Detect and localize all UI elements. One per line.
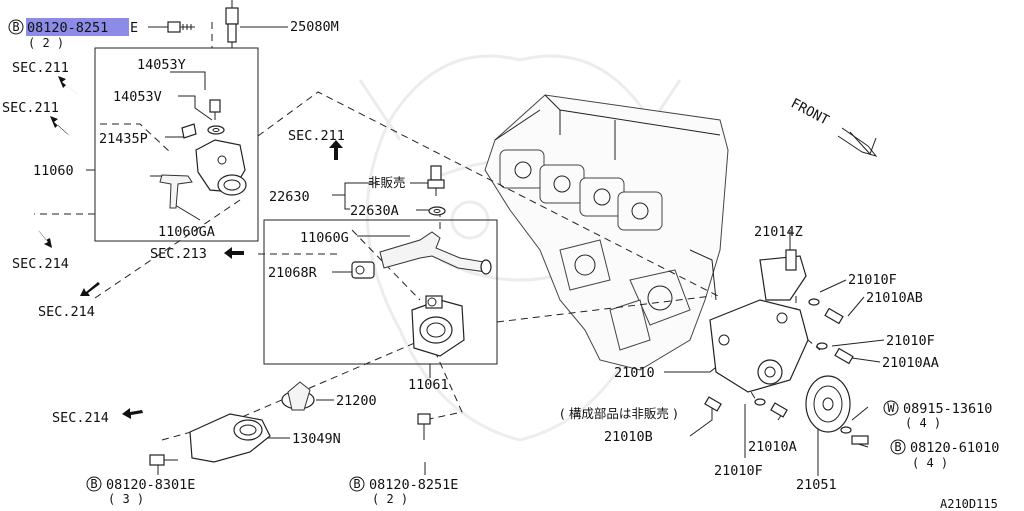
label-bolt-bottom-center-qty: ( 2 ) <box>372 492 408 506</box>
svg-text:B: B <box>353 477 360 491</box>
front-direction-arrow <box>837 127 878 157</box>
label-21051[interactable]: 21051 <box>796 477 837 493</box>
arrow-sec211-a <box>58 76 79 95</box>
sec-arrows <box>38 76 343 419</box>
label-front: FRONT <box>788 95 831 128</box>
label-sec213[interactable]: SEC.213 <box>150 246 207 262</box>
part-labels: 08120-8251 E ( 2 ) 25080M SEC.211 SEC.21… <box>2 19 999 511</box>
label-22630A[interactable]: 22630A <box>350 203 399 219</box>
circle-symbol-b-bottom-right: B <box>890 439 906 455</box>
label-25080M[interactable]: 25080M <box>290 19 339 35</box>
label-bolt-top-qty: ( 2 ) <box>28 36 64 50</box>
label-not-sold: 非販売 <box>368 175 406 190</box>
pump-fasteners <box>704 298 869 445</box>
arrow-sec211-c <box>329 140 343 160</box>
pulley-21051 <box>805 375 851 433</box>
valve-21068R <box>351 261 375 279</box>
bracket-21435P <box>181 123 197 139</box>
label-washer-code[interactable]: 08915-13610 <box>903 401 992 417</box>
label-21010B[interactable]: 21010B <box>604 429 653 445</box>
circle-symbol-b-bottom-left: B <box>86 476 102 492</box>
arrow-sec214-b <box>80 282 100 296</box>
circle-symbol-b-bottom-center: B <box>349 476 365 492</box>
arrow-sec214-a <box>38 230 52 248</box>
label-21010A[interactable]: 21010A <box>748 439 797 455</box>
bolt-bottom-center <box>417 413 431 440</box>
label-21010F-b[interactable]: 21010F <box>886 333 935 349</box>
hose-11060GA <box>150 174 193 209</box>
label-22630[interactable]: 22630 <box>269 189 310 205</box>
label-bolt-bottom-left-qty: ( 3 ) <box>108 492 144 506</box>
label-21435P[interactable]: 21435P <box>99 131 148 147</box>
engine-block <box>484 94 729 371</box>
label-sec214-b[interactable]: SEC.214 <box>38 304 95 320</box>
label-21010[interactable]: 21010 <box>614 365 655 381</box>
label-sec211-c[interactable]: SEC.211 <box>288 128 345 144</box>
svg-text:W: W <box>887 401 895 415</box>
water-pump-21010 <box>709 299 809 393</box>
label-bolt-bottom-right-qty: ( 4 ) <box>912 456 948 470</box>
label-11060GA[interactable]: 11060GA <box>158 224 215 240</box>
label-21010F-a[interactable]: 21010F <box>848 272 897 288</box>
svg-text:B: B <box>90 477 97 491</box>
label-sec214-a[interactable]: SEC.214 <box>12 256 69 272</box>
water-outlet-group-box <box>263 219 498 365</box>
label-bolt-bottom-left-code[interactable]: 08120-8301E <box>106 477 195 493</box>
label-21010AA[interactable]: 21010AA <box>882 355 939 371</box>
label-washer-qty: ( 4 ) <box>905 416 941 430</box>
washer-22630A <box>428 206 446 216</box>
label-11060[interactable]: 11060 <box>33 163 74 179</box>
gasket-21014Z <box>759 249 807 301</box>
label-sec214-c[interactable]: SEC.214 <box>52 410 109 426</box>
label-21014Z[interactable]: 21014Z <box>754 224 803 240</box>
svg-text:B: B <box>894 440 901 454</box>
label-14053Y[interactable]: 14053Y <box>137 57 186 73</box>
bolt-bottom-left <box>149 454 178 466</box>
label-bolt-bottom-right-code[interactable]: 08120-61010 <box>910 440 999 456</box>
label-sec211-b[interactable]: SEC.211 <box>2 100 59 116</box>
svg-text:B: B <box>12 20 19 34</box>
label-21200[interactable]: 21200 <box>336 393 377 409</box>
water-outlet-11061 <box>411 295 465 357</box>
bolt-top <box>167 21 195 33</box>
thermostat-21200 <box>281 381 315 411</box>
sensor-22630 <box>427 165 445 196</box>
label-components-note: ( 構成部品は非販売 ) <box>560 406 678 421</box>
figure-code: A210D115 <box>940 497 998 511</box>
label-14053V[interactable]: 14053V <box>113 89 162 105</box>
label-bolt-top-code[interactable]: 08120-8251 <box>27 20 108 36</box>
arrow-sec211-b <box>50 116 70 136</box>
label-bolt-bottom-center-code[interactable]: 08120-8251E <box>369 477 458 493</box>
label-sec211-a[interactable]: SEC.211 <box>12 60 69 76</box>
circle-symbol-w-washer: W <box>883 400 899 416</box>
label-21010AB[interactable]: 21010AB <box>866 290 923 306</box>
label-bolt-top-suffix: E <box>130 20 138 36</box>
thermostat-housing <box>195 139 247 196</box>
thermostat-housing-group-box <box>94 47 259 242</box>
arrow-sec213 <box>224 247 244 259</box>
bolt-14053Y <box>209 99 221 120</box>
circle-symbol-b-top: B <box>8 19 24 35</box>
label-21068R[interactable]: 21068R <box>268 265 318 281</box>
label-11060G[interactable]: 11060G <box>300 230 349 246</box>
pipe-11060G <box>379 231 492 275</box>
label-13049N[interactable]: 13049N <box>292 431 341 447</box>
water-inlet-13049N <box>189 413 271 463</box>
selected-part-highlight <box>26 18 129 36</box>
label-11061[interactable]: 11061 <box>408 377 449 393</box>
temperature-sensor-25080M <box>225 0 239 43</box>
arrow-sec214-c <box>122 408 143 419</box>
washer-14053V <box>207 125 225 135</box>
label-21010F-c[interactable]: 21010F <box>714 463 763 479</box>
